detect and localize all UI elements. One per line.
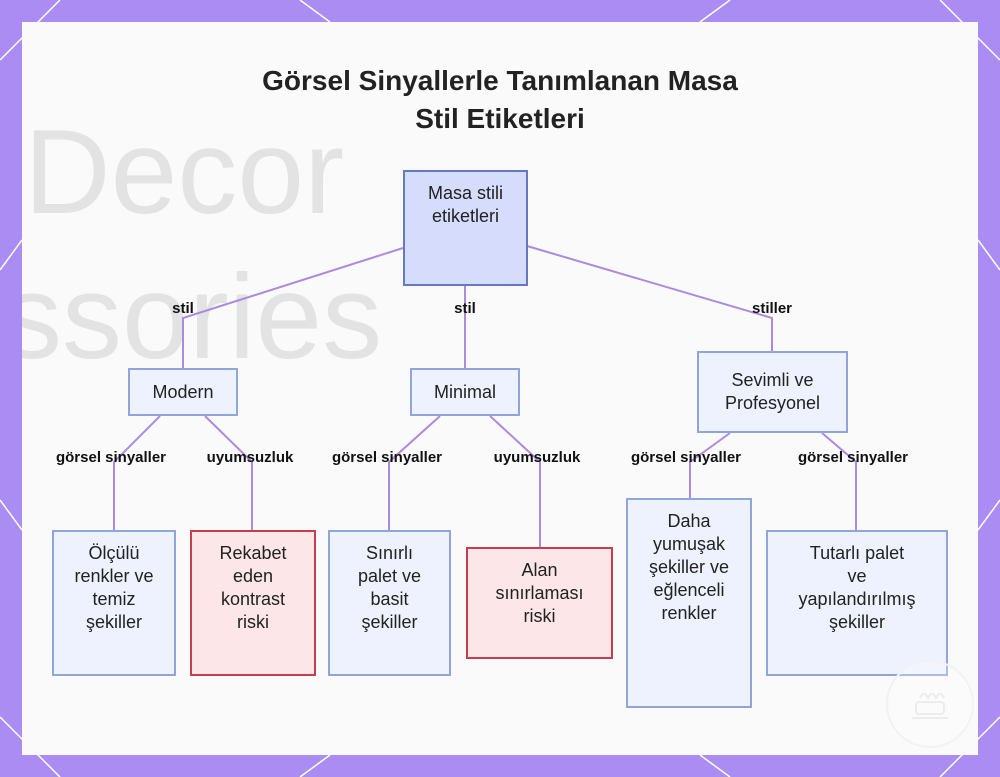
- edge-root-cute: [527, 246, 772, 351]
- edge-label-modern-contrast: uyumsuzluk: [207, 449, 294, 467]
- edge-minimal-palette: [389, 416, 440, 530]
- edge-label-minimal-space: uyumsuzluk: [494, 449, 581, 467]
- edge-label-cute-consistent: görsel sinyaller: [798, 449, 908, 467]
- watermark-logo: [886, 660, 974, 748]
- node-minimal: Minimal: [410, 368, 520, 416]
- node-limited-palette: Sınırlı palet ve basit şekiller: [328, 530, 451, 676]
- node-consistent-palette: Tutarlı palet ve yapılandırılmış şekille…: [766, 530, 948, 676]
- edge-label-minimal-palette: görsel sinyaller: [332, 449, 442, 467]
- node-space-constraint: Alan sınırlaması riski: [466, 547, 613, 659]
- edge-cute-consistent: [822, 433, 856, 530]
- watermark-icon: [888, 662, 972, 746]
- edge-minimal-space: [490, 416, 540, 547]
- node-competing-contrast: Rekabet eden kontrast riski: [190, 530, 316, 676]
- node-softer-shapes: Daha yumuşak şekiller ve eğlenceli renkl…: [626, 498, 752, 708]
- edge-label-modern-measured: görsel sinyaller: [56, 449, 166, 467]
- node-cute-professional: Sevimli ve Profesyonel: [697, 351, 848, 433]
- edge-label-root-minimal: stil: [454, 300, 476, 318]
- edge-root-modern: [183, 248, 403, 368]
- node-modern: Modern: [128, 368, 238, 416]
- node-measured-colors: Ölçülü renkler ve temiz şekiller: [52, 530, 176, 676]
- edge-modern-measured: [114, 416, 160, 530]
- edge-modern-contrast: [205, 416, 252, 530]
- node-root: Masa stili etiketleri: [403, 170, 528, 286]
- edge-label-root-modern: stil: [172, 300, 194, 318]
- edge-label-root-cute: stiller: [752, 300, 792, 318]
- edge-label-cute-softer: görsel sinyaller: [631, 449, 741, 467]
